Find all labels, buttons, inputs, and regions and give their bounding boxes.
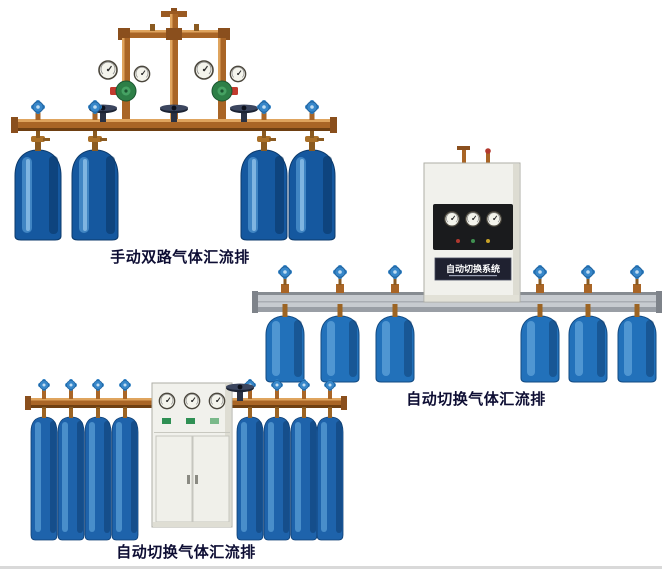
cylinder-connector [36, 130, 40, 138]
cylinder-valve-knobs [37, 378, 337, 399]
cylinder-connector [262, 130, 266, 138]
gas-cylinder [320, 303, 360, 383]
cabinet-label-subline [449, 275, 497, 277]
gas-cylinder [290, 408, 318, 541]
gas-cylinder [84, 408, 112, 541]
indicator-button [162, 418, 171, 424]
gas-cylinders-group [30, 407, 344, 541]
rail-end-cap [252, 291, 258, 313]
gas-cylinder [236, 408, 264, 541]
auto-switch-floor-manifold-illustration [25, 378, 347, 541]
indicator-light [471, 239, 475, 243]
control-cabinet: 自动切换系统 [423, 146, 521, 303]
cylinder-valve-knobs [30, 99, 320, 120]
pressure-regulator-left [98, 60, 151, 102]
cabinet-label-text: 自动切换系统 [446, 263, 500, 275]
cabinet-door-left [155, 435, 193, 523]
pressure-gauge [486, 211, 502, 227]
cylinder-valve-knob [387, 264, 403, 293]
pressure-regulator-right [194, 60, 247, 102]
cylinder-valve-knob [118, 378, 132, 392]
gas-cylinder [520, 303, 560, 383]
gas-cylinders-group [14, 130, 336, 241]
gas-cylinder [263, 408, 291, 541]
auto-switch-manifold-illustration: 自动切换系统 [252, 146, 662, 383]
gas-cylinder [30, 408, 58, 541]
cabinet-top-valve [485, 148, 491, 154]
cabinet-top-fitting [462, 148, 466, 164]
door-handle [187, 475, 190, 484]
cabinet-top-fitting [457, 146, 470, 150]
indicator-light [486, 239, 490, 243]
pressure-gauge [98, 60, 118, 80]
manifold-end-cap [25, 396, 31, 410]
rail-end-cap [656, 291, 662, 313]
gas-cylinder [265, 303, 305, 383]
gas-cylinder [316, 408, 344, 541]
caption-manual-dual-manifold: 手动双路气体汇流排 [110, 248, 250, 266]
manifold-end-cap [341, 396, 347, 410]
indicator-button [186, 418, 195, 424]
cylinder-valve-knob [277, 264, 293, 293]
pressure-gauge [183, 392, 201, 410]
manual-dual-manifold-illustration [11, 8, 337, 241]
cylinder-valve-knob [304, 99, 320, 115]
cylinder-valve-knob [532, 264, 548, 293]
cylinder-valve-knob [91, 378, 105, 392]
cylinder-valve-knob [30, 99, 46, 115]
pressure-gauge [194, 60, 214, 80]
cabinet-top-fitting [486, 152, 490, 164]
gas-cylinder [617, 303, 657, 383]
manifold-end-cap [11, 117, 18, 133]
indicator-button [210, 418, 219, 424]
gas-cylinder [111, 408, 139, 541]
cylinder-connector [93, 130, 97, 138]
cylinder-valve-knob [580, 264, 596, 293]
gas-cylinder [57, 408, 85, 541]
gas-cylinders-group [265, 303, 657, 383]
cylinder-valve-knob [332, 264, 348, 293]
cabinet-gauge-panel [433, 204, 513, 250]
cylinder-valve-knobs [277, 264, 645, 293]
cabinet-door-right [192, 435, 230, 523]
gas-cylinder [375, 303, 415, 383]
cylinder-valve-knob [323, 378, 337, 392]
center-supply-assembly [118, 8, 230, 120]
cylinder-valve-knob [629, 264, 645, 293]
control-cabinet [151, 382, 233, 528]
caption-auto-switch-wall: 自动切换气体汇流排 [406, 390, 546, 408]
pressure-gauge [208, 392, 226, 410]
manifold-end-cap [330, 117, 337, 133]
cylinder-valve-knob [270, 378, 284, 392]
pressure-gauge [158, 392, 176, 410]
pressure-gauge [465, 211, 481, 227]
gas-cylinder [14, 135, 62, 241]
cylinder-valve-knob [256, 99, 272, 115]
pressure-gauge [444, 211, 460, 227]
cabinet-divider [154, 432, 230, 433]
cylinder-valve-knob [297, 378, 311, 392]
pressure-gauge [229, 65, 247, 83]
door-handle [195, 475, 198, 484]
pressure-gauge [133, 65, 151, 83]
gas-cylinder [568, 303, 608, 383]
gas-cylinder [71, 135, 119, 241]
indicator-light [456, 239, 460, 243]
cylinder-valve-knob [64, 378, 78, 392]
page-bottom-rule [0, 566, 662, 569]
cylinder-connector [310, 130, 314, 138]
caption-auto-switch-floor: 自动切换气体汇流排 [116, 543, 256, 561]
cabinet-label-plate: 自动切换系统 [434, 257, 512, 281]
cylinder-valve-knob [37, 378, 51, 392]
